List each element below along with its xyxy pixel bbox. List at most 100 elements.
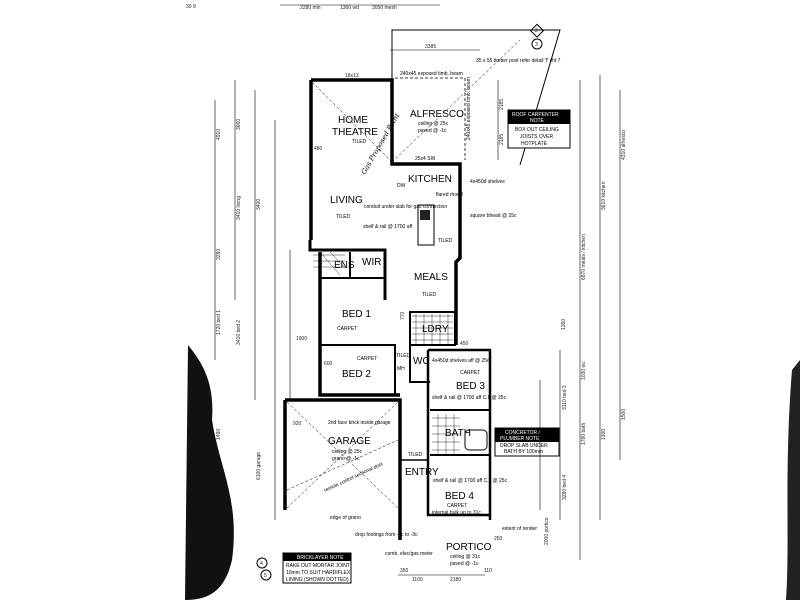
room-bed4: BED 4 CARPET shelf & rail @ 1700 aff C.L…: [432, 478, 508, 516]
svg-text:1100: 1100: [412, 577, 423, 583]
svg-text:shelf & rail @ 1700 aff C.L @: shelf & rail @ 1700 aff C.L @ 25c: [432, 395, 507, 401]
svg-text:drop footings from -3c to -3c: drop footings from -3c to -3c: [355, 532, 418, 538]
svg-text:paved @ -1c: paved @ -1c: [450, 561, 479, 567]
svg-text:3610 kitchen: 3610 kitchen: [601, 181, 607, 210]
svg-text:2185: 2185: [499, 134, 505, 145]
svg-text:110: 110: [484, 568, 492, 574]
svg-text:4x450d shelves: 4x450d shelves: [470, 179, 505, 185]
room-home-theatre: HOME THEATRE TILED: [332, 115, 378, 145]
svg-text:6870 meals / kitchen: 6870 meals / kitchen: [581, 234, 587, 280]
room-entry: ENTRY: [405, 467, 439, 478]
svg-text:TILED: TILED: [352, 139, 367, 145]
svg-text:THEATRE: THEATRE: [332, 127, 378, 138]
svg-text:shelf & rail @ 1700 aff C.L @: shelf & rail @ 1700 aff C.L @ 25c: [433, 478, 508, 484]
room-living: LIVING TILED: [330, 195, 363, 220]
right-dimension-labels: 2185 2185 6870 meals / kitchen 3610 kitc…: [499, 99, 627, 545]
svg-text:10mm TO SUIT HARDIFLEX: 10mm TO SUIT HARDIFLEX: [286, 570, 351, 576]
svg-text:1780 bath: 1780 bath: [581, 423, 587, 445]
svg-text:flared rhood: flared rhood: [436, 192, 463, 198]
svg-text:BED 2: BED 2: [342, 369, 371, 380]
svg-text:HOME: HOME: [338, 115, 368, 126]
svg-text:6100 garage: 6100 garage: [256, 452, 262, 480]
svg-text:480: 480: [314, 146, 323, 152]
svg-text:KITCHEN: KITCHEN: [408, 174, 452, 185]
svg-text:240x45 exposed timb. beam: 240x45 exposed timb. beam: [400, 71, 463, 77]
svg-text:BOX OUT CEILING: BOX OUT CEILING: [515, 127, 559, 133]
svg-text:3280 bed 4: 3280 bed 4: [562, 475, 568, 500]
room-kitchen: KITCHEN DW conduit under slab for gas co…: [363, 174, 517, 244]
svg-text:TILED: TILED: [438, 238, 453, 244]
svg-text:770: 770: [400, 311, 406, 320]
svg-text:3110 bed 3: 3110 bed 3: [562, 385, 568, 410]
svg-text:LIVING: LIVING: [330, 195, 363, 206]
roof-carpenter-note: ROOF CARPENTER NOTE BOX OUT CEILING JOIS…: [507, 109, 571, 149]
svg-text:square bhead @ 25c: square bhead @ 25c: [470, 213, 517, 219]
svg-text:1300: 1300: [601, 429, 607, 440]
room-meals: MEALS TILED: [414, 272, 448, 298]
svg-text:2nd face brick inside garage: 2nd face brick inside garage: [328, 420, 391, 426]
svg-text:ceiling @ 25c: ceiling @ 25c: [418, 121, 449, 127]
svg-text:BED 1: BED 1: [342, 309, 371, 320]
room-ldry: LDRY: [422, 324, 449, 335]
svg-text:CARPET: CARPET: [357, 356, 377, 362]
svg-text:240x45 exposed timb. beam: 240x45 exposed timb. beam: [466, 77, 472, 140]
room-garage: GARAGE ceiling @ 25c grano @ -1c 2nd fac…: [323, 420, 418, 538]
bottom-dimensions: 1100 2180 350 110: [398, 568, 492, 583]
svg-text:2: 2: [535, 28, 538, 34]
cooktop: [420, 210, 430, 220]
svg-text:conduit under slab for gas con: conduit under slab for gas connection: [364, 204, 447, 210]
svg-text:250: 250: [494, 536, 503, 542]
room-alfresco: ALFRESCO ceiling @ 25c paved @ -1c 25x4 …: [345, 71, 472, 162]
svg-text:BATH BY 100mm: BATH BY 100mm: [504, 449, 543, 455]
svg-text:3410 bed 2: 3410 bed 2: [236, 320, 242, 345]
svg-text:internal bulk up to 31c: internal bulk up to 31c: [432, 510, 481, 516]
svg-text:3660: 3660: [236, 119, 242, 130]
svg-text:CARPET: CARPET: [337, 326, 357, 332]
concretor-plumber-note: CONCRETOR / PLUMBER NOTE DROP SLAB UNDER…: [494, 427, 560, 457]
svg-text:5: 5: [264, 573, 267, 579]
top-dimensions: 2280 min 1360 wd 3050 mesh 3385 35 x 55 …: [280, 4, 561, 64]
section-marker-4-5: 4 5: [256, 557, 272, 581]
svg-text:3410 living: 3410 living: [236, 196, 242, 220]
svg-text:25x4 SW: 25x4 SW: [415, 156, 436, 162]
svg-text:ceiling @ 25c: ceiling @ 25c: [332, 449, 363, 455]
tile-hatching: [313, 251, 460, 454]
svg-text:ceiling @ 31c: ceiling @ 31c: [450, 554, 481, 560]
svg-text:CARPET: CARPET: [460, 370, 480, 376]
svg-text:35 x 55 timber post refer deta: 35 x 55 timber post refer detail 'f' sht…: [476, 58, 561, 64]
svg-text:2180: 2180: [450, 577, 461, 583]
svg-text:edge of grano: edge of grano: [330, 515, 361, 521]
svg-text:DROP SLAB UNDER: DROP SLAB UNDER: [500, 443, 548, 449]
svg-text:shelf & rail @ 1700 aff: shelf & rail @ 1700 aff: [363, 224, 413, 230]
svg-text:2280 min: 2280 min: [300, 5, 321, 11]
svg-text:1720 bed 1: 1720 bed 1: [216, 310, 222, 335]
svg-text:extent of render: extent of render: [502, 526, 537, 532]
ceiling-lines: [286, 39, 521, 509]
svg-text:TILED: TILED: [396, 353, 411, 359]
svg-text:1900: 1900: [296, 336, 307, 342]
svg-text:LINING (SHOWN DOTTED): LINING (SHOWN DOTTED): [286, 577, 349, 583]
right-dimensions: [497, 75, 621, 560]
svg-text:ROOF CARPENTER: ROOF CARPENTER: [512, 112, 559, 118]
svg-text:3: 3: [535, 42, 538, 48]
room-wir: WIR: [362, 257, 381, 268]
svg-text:3400: 3400: [256, 199, 262, 210]
scan-blotch-left: [185, 345, 234, 600]
room-ens: ENS: [334, 260, 355, 271]
svg-text:4910: 4910: [216, 129, 222, 140]
svg-text:4x450d shelves aff @ 25c: 4x450d shelves aff @ 25c: [432, 358, 490, 364]
svg-text:paved @ -1c: paved @ -1c: [418, 128, 447, 134]
svg-text:CARPET: CARPET: [447, 503, 467, 509]
svg-text:RAKE OUT MORTAR JOINT: RAKE OUT MORTAR JOINT: [286, 563, 350, 569]
svg-text:GARAGE: GARAGE: [328, 436, 371, 447]
header-text: 30 9: [186, 4, 196, 10]
room-bed1: BED 1 CARPET: [337, 309, 371, 332]
svg-text:BED 3: BED 3: [456, 381, 485, 392]
left-dimensions: [214, 80, 291, 520]
svg-text:TILED: TILED: [408, 452, 423, 458]
svg-text:HOTPLATE: HOTPLATE: [521, 141, 548, 147]
svg-text:3050 mesh: 3050 mesh: [372, 5, 397, 11]
walls: [283, 29, 561, 540]
svg-text:JOISTS OVER: JOISTS OVER: [520, 134, 553, 140]
